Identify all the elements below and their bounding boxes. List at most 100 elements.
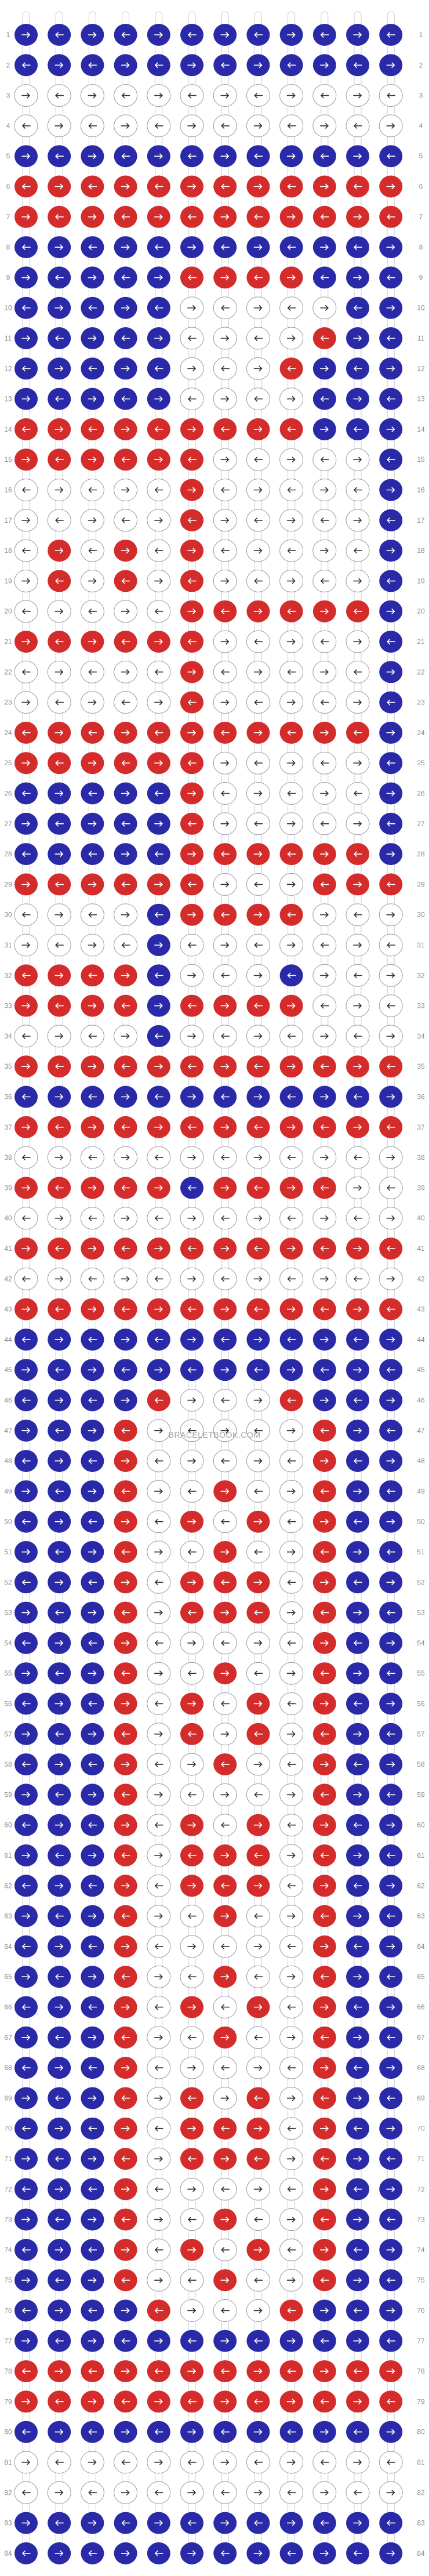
- knot: [114, 1055, 137, 1078]
- knot: [279, 114, 304, 138]
- forward-arrow-icon: [187, 305, 197, 311]
- knot: [14, 1207, 38, 1230]
- forward-arrow-icon: [386, 2186, 395, 2193]
- forward-arrow-icon: [121, 1397, 130, 1403]
- backward-arrow-icon: [154, 1518, 163, 1525]
- knot: [379, 24, 403, 46]
- forward-arrow-icon: [286, 1731, 296, 1737]
- knot: [114, 631, 137, 653]
- forward-arrow-icon: [320, 1337, 329, 1343]
- knot: [346, 205, 369, 228]
- backward-arrow-icon: [187, 1549, 197, 1555]
- forward-arrow-icon: [286, 639, 296, 645]
- knot: [213, 1055, 237, 1078]
- forward-arrow-icon: [353, 1246, 362, 1251]
- backward-arrow-icon: [221, 2247, 230, 2253]
- row-number-right: 11: [417, 334, 425, 342]
- knot: [48, 1571, 71, 1594]
- backward-arrow-icon: [254, 578, 263, 584]
- backward-arrow-icon: [287, 548, 296, 553]
- knot: [379, 2117, 403, 2140]
- knot: [279, 843, 303, 866]
- forward-arrow-icon: [154, 2277, 163, 2283]
- forward-arrow-icon: [21, 760, 31, 766]
- knot: [279, 2238, 304, 2262]
- knot: [48, 2421, 71, 2443]
- backward-arrow-icon: [320, 2338, 329, 2344]
- knot: [213, 1996, 237, 2018]
- knot: [312, 1207, 337, 1230]
- row-number-right: 52: [417, 1578, 425, 1586]
- knot: [147, 2421, 170, 2443]
- forward-arrow-icon: [220, 2277, 230, 2283]
- knot: [80, 114, 104, 138]
- knot: [379, 175, 403, 198]
- backward-arrow-icon: [21, 2186, 31, 2193]
- backward-arrow-icon: [121, 578, 130, 584]
- forward-arrow-icon: [121, 851, 130, 857]
- forward-arrow-icon: [121, 790, 130, 797]
- forward-arrow-icon: [21, 1853, 31, 1858]
- knot: [246, 509, 270, 532]
- knot: [312, 1510, 336, 1533]
- knot: [14, 2148, 38, 2170]
- knot: [312, 1753, 336, 1776]
- backward-arrow-icon: [88, 2550, 97, 2556]
- forward-arrow-icon: [21, 1003, 31, 1009]
- forward-arrow-icon: [286, 92, 296, 99]
- forward-arrow-icon: [220, 1609, 230, 1616]
- forward-arrow-icon: [220, 1306, 230, 1312]
- knot: [147, 1389, 170, 1412]
- knot: [246, 1814, 270, 1836]
- knot: [213, 1571, 237, 1594]
- knot: [246, 660, 270, 683]
- forward-arrow-icon: [386, 1276, 395, 1282]
- backward-arrow-icon: [121, 2035, 130, 2040]
- knot: [379, 2451, 403, 2474]
- forward-arrow-icon: [187, 1761, 197, 1767]
- forward-arrow-icon: [187, 911, 197, 918]
- knot: [246, 964, 270, 987]
- knot: [279, 2086, 304, 2110]
- backward-arrow-icon: [254, 1974, 263, 1980]
- backward-arrow-icon: [254, 457, 263, 462]
- backward-arrow-icon: [154, 183, 163, 190]
- backward-arrow-icon: [287, 1640, 296, 1646]
- backward-arrow-icon: [353, 608, 362, 614]
- row-number-right: 71: [417, 2155, 425, 2163]
- knot: [114, 418, 137, 440]
- row-number-right: 6: [419, 183, 423, 191]
- knot: [246, 600, 270, 623]
- forward-arrow-icon: [88, 821, 97, 827]
- backward-arrow-icon: [121, 1185, 130, 1191]
- knot: [48, 236, 71, 259]
- row-number-left: 56: [4, 1700, 12, 1708]
- knot: [346, 1541, 369, 1563]
- knot: [279, 2329, 303, 2352]
- knot: [48, 1662, 71, 1685]
- forward-arrow-icon: [187, 2065, 197, 2071]
- backward-arrow-icon: [154, 2429, 163, 2435]
- backward-arrow-icon: [254, 1428, 263, 1434]
- knot: [114, 448, 137, 471]
- backward-arrow-icon: [254, 2156, 263, 2162]
- knot: [346, 1571, 369, 1594]
- forward-arrow-icon: [154, 2459, 163, 2465]
- row-number-right: 36: [417, 1093, 425, 1101]
- knot: [48, 2087, 71, 2110]
- knot: [147, 1844, 171, 1867]
- forward-arrow-icon: [386, 1155, 395, 1160]
- forward-arrow-icon: [21, 942, 31, 948]
- knot: [114, 266, 137, 289]
- knot: [81, 1480, 104, 1503]
- backward-arrow-icon: [21, 426, 31, 432]
- knot: [379, 2269, 403, 2292]
- row-number-left: 13: [4, 395, 12, 403]
- knot: [81, 1753, 104, 1776]
- backward-arrow-icon: [320, 2277, 329, 2283]
- knot: [312, 1662, 336, 1685]
- knot: [312, 448, 337, 471]
- knot: [379, 843, 403, 866]
- backward-arrow-icon: [221, 1155, 230, 1160]
- backward-arrow-icon: [320, 1853, 329, 1858]
